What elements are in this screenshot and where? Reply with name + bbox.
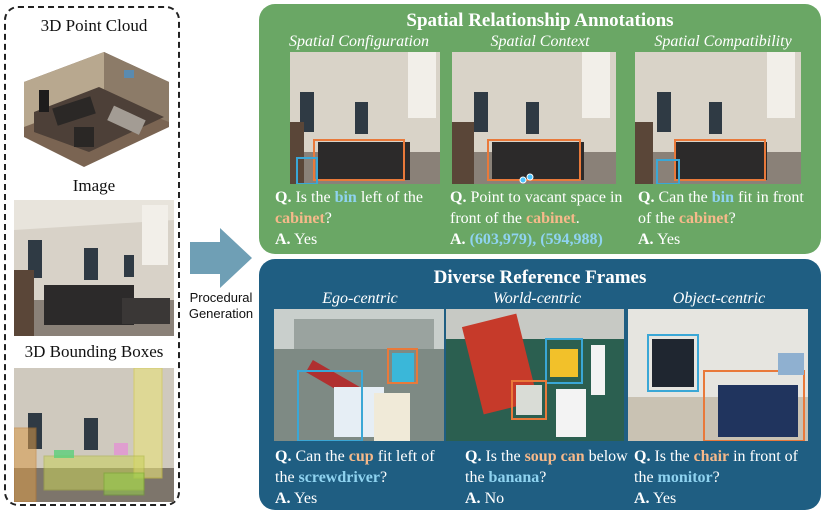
kitchen-image-context [452, 52, 616, 184]
q-text: Is the [485, 448, 525, 465]
col-heading-spatial-configuration: Spatial Configuration [288, 33, 429, 50]
qa-spatial-compatibility: Q. Can the bin fit in front of the cabin… [638, 187, 810, 250]
arrow-label: Procedural Generation [183, 290, 259, 322]
answer-text: No [484, 490, 505, 507]
qa-world-centric: Q. Is the soup can below the banana? A. … [465, 446, 631, 509]
world-centric-image [446, 309, 624, 441]
kitchen-image [14, 200, 174, 336]
col-heading-spatial-compatibility: Spatial Compatibility [654, 33, 792, 50]
q-text: fit in front of the [638, 189, 804, 227]
col-heading-world-centric: World-centric [492, 290, 582, 307]
reference-frames-title: Diverse Reference Frames [433, 267, 647, 288]
a-prefix: A. [275, 231, 291, 248]
qa-spatial-context: Q. Point to vacant space in front of the… [450, 187, 636, 250]
q-text: Can the [658, 189, 712, 206]
a-prefix: A. [638, 231, 654, 248]
a-prefix: A. [275, 490, 291, 507]
arrow-label-line2: Generation [188, 306, 254, 321]
bbox-image [14, 368, 174, 502]
q-prefix: Q. [638, 189, 655, 206]
q-highlight-monitor: monitor [657, 469, 713, 486]
arrow-icon [190, 228, 252, 288]
q-text: Is the [654, 448, 694, 465]
qa-object-centric: Q. Is the chair in front of the monitor?… [634, 446, 810, 509]
q-prefix: Q. [275, 189, 292, 206]
answer-text: Yes [293, 231, 318, 248]
q-text: . [575, 210, 580, 227]
q-text: ? [324, 210, 332, 227]
q-highlight-bin: bin [711, 189, 735, 206]
reference-frames-panel: Diverse Reference Frames Ego-centric Wor… [259, 259, 821, 510]
q-highlight-soup-can: soup can [524, 448, 585, 465]
a-prefix: A. [465, 490, 481, 507]
q-highlight-screwdriver: screwdriver [298, 469, 380, 486]
answer-text: Yes [293, 490, 318, 507]
col-heading-ego-centric: Ego-centric [322, 290, 398, 307]
q-text: left of the [356, 189, 424, 206]
q-text: ? [728, 210, 736, 227]
q-prefix: Q. [275, 448, 292, 465]
q-prefix: Q. [634, 448, 651, 465]
q-highlight-cup: cup [348, 448, 374, 465]
q-prefix: Q. [465, 448, 482, 465]
q-highlight-cabinet: cabinet [678, 210, 729, 227]
q-text: in front of the [634, 448, 798, 486]
bbox-label: 3D Bounding Boxes [24, 342, 164, 361]
q-highlight-chair: chair [693, 448, 730, 465]
q-highlight-cabinet: cabinet [275, 210, 325, 227]
col-heading-object-centric: Object-centric [672, 290, 766, 307]
arrow-label-line1: Procedural [189, 290, 253, 305]
spatial-annotations-title: Spatial Relationship Annotations [406, 10, 674, 31]
q-text: Can the [295, 448, 349, 465]
kitchen-image-configuration [290, 52, 440, 184]
answer-text: Yes [652, 490, 677, 507]
image-label: Image [72, 176, 116, 195]
q-text: Point to vacant space in front of the [450, 189, 623, 227]
q-text: below the [465, 448, 628, 486]
q-highlight-cabinet: cabinet [525, 210, 576, 227]
answer-text: (603,979), (594,988) [469, 231, 603, 248]
kitchen-image-compatibility [635, 52, 801, 184]
col-heading-spatial-context: Spatial Context [490, 33, 590, 50]
input-panel: 3D Point Cloud Image 3D Bounding Boxes [4, 6, 180, 506]
ego-centric-image [274, 309, 444, 441]
spatial-annotations-panel: Spatial Relationship Annotations Spatial… [259, 4, 821, 254]
q-highlight-banana: banana [488, 469, 540, 486]
q-prefix: Q. [450, 189, 467, 206]
qa-spatial-configuration: Q. Is the bin left of the cabinet? A. Ye… [275, 187, 453, 250]
q-highlight-bin: bin [334, 189, 357, 206]
q-text: fit left of the [275, 448, 435, 486]
object-centric-image [628, 309, 808, 441]
q-text: ? [380, 469, 388, 486]
point-cloud-label: 3D Point Cloud [40, 16, 148, 35]
q-text: Is the [295, 189, 335, 206]
q-text: ? [539, 469, 547, 486]
point-cloud-image [24, 52, 169, 167]
a-prefix: A. [450, 231, 466, 248]
a-prefix: A. [634, 490, 650, 507]
q-text: ? [712, 469, 720, 486]
qa-ego-centric: Q. Can the cup fit left of the screwdriv… [275, 446, 453, 509]
answer-text: Yes [656, 231, 681, 248]
